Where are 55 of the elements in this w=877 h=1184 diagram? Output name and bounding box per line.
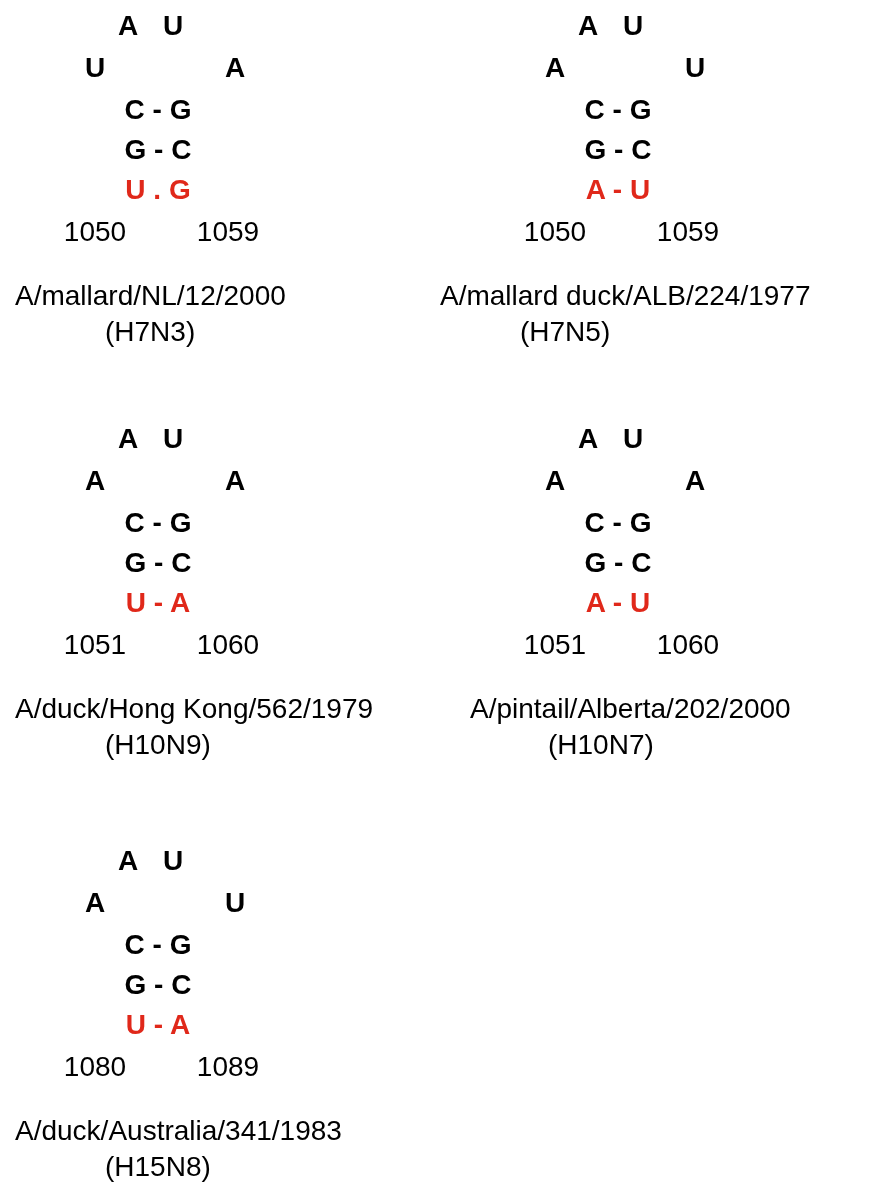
nucleotide-letter: A [117,10,139,42]
nucleotide-letter: U [162,10,184,42]
base-pair: C - G [124,507,192,539]
base-pair: G - C [124,547,192,579]
nucleotide-letter: U [622,423,644,455]
nucleotide-letter: A [684,465,706,497]
strain-name: A/duck/Hong Kong/562/1979 [15,693,374,725]
nucleotide-letter: A [117,423,139,455]
position-number: 1060 [656,629,720,661]
nucleotide-letter: U [622,10,644,42]
base-pair: G - C [124,134,192,166]
subtype-label: (H7N5) [520,316,611,348]
nucleotide-letter: A [577,423,599,455]
position-number: 1050 [63,216,127,248]
nucleotide-letter: A [577,10,599,42]
highlighted-base-pair: A - U [585,587,651,619]
nucleotide-letter: A [117,845,139,877]
subtype-label: (H7N3) [105,316,196,348]
nucleotide-letter: A [84,887,106,919]
nucleotide-letter: A [544,465,566,497]
position-number: 1051 [63,629,127,661]
nucleotide-letter: A [224,52,246,84]
position-number: 1050 [523,216,587,248]
position-number: 1051 [523,629,587,661]
nucleotide-letter: A [84,465,106,497]
base-pair: G - C [584,134,652,166]
subtype-label: (H10N7) [548,729,654,761]
strain-name: A/duck/Australia/341/1983 [15,1115,342,1147]
nucleotide-letter: U [684,52,706,84]
subtype-label: (H10N9) [105,729,211,761]
base-pair: G - C [124,969,192,1001]
base-pair: C - G [584,507,652,539]
base-pair: C - G [124,929,192,961]
highlighted-base-pair: U . G [125,174,191,206]
highlighted-base-pair: U - A [125,587,191,619]
base-pair: C - G [584,94,652,126]
base-pair: C - G [124,94,192,126]
position-number: 1080 [63,1051,127,1083]
highlighted-base-pair: A - U [585,174,651,206]
nucleotide-letter: U [162,423,184,455]
base-pair: G - C [584,547,652,579]
nucleotide-letter: A [224,465,246,497]
position-number: 1059 [656,216,720,248]
position-number: 1060 [196,629,260,661]
nucleotide-letter: U [162,845,184,877]
nucleotide-letter: U [224,887,246,919]
strain-name: A/pintail/Alberta/202/2000 [470,693,791,725]
subtype-label: (H15N8) [105,1151,211,1183]
nucleotide-letter: A [544,52,566,84]
position-number: 1089 [196,1051,260,1083]
nucleotide-letter: U [84,52,106,84]
highlighted-base-pair: U - A [125,1009,191,1041]
strain-name: A/mallard duck/ALB/224/1977 [440,280,811,312]
position-number: 1059 [196,216,260,248]
strain-name: A/mallard/NL/12/2000 [15,280,286,312]
